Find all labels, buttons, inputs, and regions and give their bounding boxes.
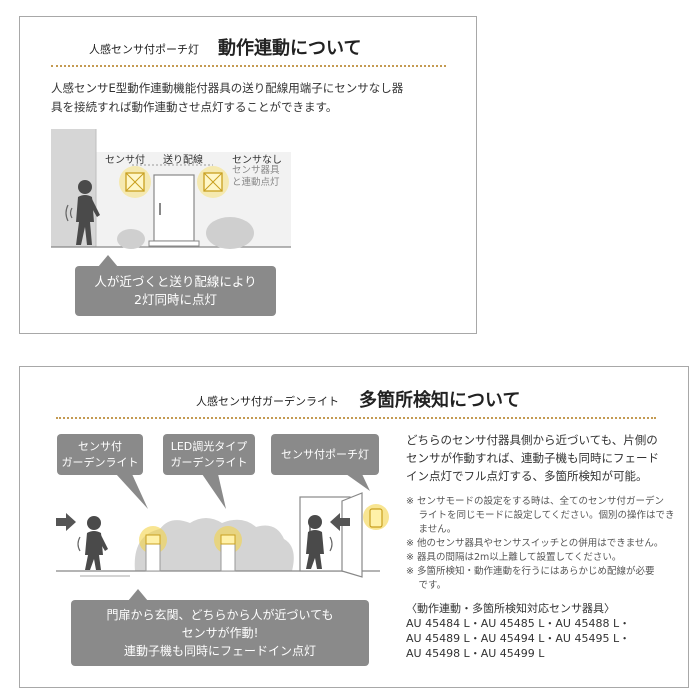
person-walking-icon [85,516,108,570]
note-line: ※ 他のセンサ器具やセンサスイッチとの併用はできません。 [406,538,664,549]
motion-wave-icon [77,536,81,552]
panel2-callout-line2: センサが作動! [181,626,259,640]
bubble2-line2: ガーデンライト [170,455,248,469]
note-line: ※ 器具の間隔は2m以上離して設置してください。 [406,552,622,563]
panel1-body: 人感センサE型動作連動機能付器具の送り配線用端子にセンサなし器 具を接続すれば動… [51,79,461,117]
panel1-body-line2: 具を接続すれば動作連動させ点灯することができます。 [51,100,338,114]
bush-icon [206,217,254,249]
panel1-small-title: 人感センサ付ポーチ灯 [89,43,199,56]
models-line2: AU 45489 L・AU 45494 L・AU 45495 L・ [406,632,631,645]
panel1-body-line1: 人感センサE型動作連動機能付器具の送り配線用端子にセンサなし器 [51,81,404,95]
bubble-led-dimming-garden-light: LED調光タイプ ガーデンライト [163,434,255,475]
garden-light-panel: 人感センサ付ガーデンライト 多箇所検知について センサ付 ガーデンライト LED… [19,366,689,688]
label-wiring: 送り配線 [163,155,203,166]
panel2-dotted-rule [56,417,656,419]
note-line: ※ センサモードの設定をする時は、全てのセンサ付ガーデン [406,496,664,507]
panel1-dotted-rule [51,65,446,67]
bubble1-line2: ガーデンライト [61,455,139,469]
bubble2-tail [202,474,226,509]
note-line: ライトを同じモードに設定してください。個別の操作はでき [406,510,675,521]
person-walking-icon [76,180,100,245]
panel2-big-title: 多箇所検知について [359,390,521,411]
models-line3: AU 45498 L・AU 45499 L [406,647,545,660]
bubble-sensor-garden-light: センサ付 ガーデンライト [57,434,143,475]
open-door [341,492,363,578]
bubble1-tail [116,474,148,509]
arrow-left-icon [330,513,350,531]
callout-pointer [128,589,148,601]
panel1-callout-line1: 人が近づくと送り配線により [94,274,257,289]
motion-wave-icon [69,207,73,219]
bubble2-line1: LED調光タイプ [170,439,248,453]
panel2-callout: 門扉から玄関、どちらから人が近づいても センサが作動! 連動子機も同時にフェード… [71,600,369,666]
panel2-illustration [56,474,389,578]
note-line: ※ 多箇所検知・動作連動を行うにはあらかじめ配線が必要 [406,566,655,577]
panel2-description: どちらのセンサ付器具側から近づいても、片側の センサが作動すれば、連動子機も同時… [406,431,686,485]
hedge-bush-icon [134,518,294,571]
motion-wave-icon [329,536,333,552]
porch-light-sensor-icon [369,508,383,528]
arrow-right-icon [56,513,76,531]
bubble-sensor-porch-light: センサ付ポーチ灯 [271,434,379,475]
porch-light-panel: 人感センサ付ポーチ灯 動作連動について 人感センサE型動作連動機能付器具の送り配… [19,16,477,334]
models-header: 〈動作連動・多箇所検知対応センサ器具〉 [406,602,615,615]
panel2-desc-line3: イン点灯でフル点灯する、多箇所検知が可能。 [406,469,648,483]
bubble3-tail [346,474,370,491]
note-line: ません。 [406,524,457,535]
label-nosensor-sub-line2: と連動点灯 [232,177,280,188]
label-nosensor-sub-line1: センサ器具 [232,165,280,176]
label-sensor-fixture: センサ付 [105,155,145,166]
label-nosensor-sub: センサ器具 と連動点灯 [232,165,280,189]
bubble3-text: センサ付ポーチ灯 [281,447,369,461]
panel1-callout-line2: 2灯同時に点灯 [134,292,217,307]
bubble1-line1: センサ付 [78,439,122,453]
panel2-small-title: 人感センサ付ガーデンライト [196,395,339,408]
panel2-callout-line3: 連動子機も同時にフェードイン点灯 [123,644,316,658]
models-line1: AU 45484 L・AU 45485 L・AU 45488 L・ [406,617,631,630]
panel2-desc-line2: センサが作動すれば、連動子機も同時にフェード [406,451,659,465]
panel2-desc-line1: どちらのセンサ付器具側から近づいても、片側の [406,433,658,447]
door-step [148,240,200,247]
panel2-callout-line1: 門扉から玄関、どちらから人が近づいても [106,608,334,622]
panel2-notes: ※ センサモードの設定をする時は、全てのセンサ付ガーデン ライトを同じモードに設… [406,495,686,593]
motion-wave-icon [65,204,69,222]
panel1-illustration [51,129,291,249]
callout-pointer [98,255,118,267]
panel2-model-list: 〈動作連動・多箇所検知対応センサ器具〉 AU 45484 L・AU 45485 … [406,601,686,661]
note-line: です。 [406,580,447,591]
panel1-callout: 人が近づくと送り配線により 2灯同時に点灯 [75,266,276,316]
person-walking-icon [306,515,324,569]
label-nosensor: センサなし [232,155,282,166]
panel1-big-title: 動作連動について [218,38,362,59]
bush-icon [117,229,145,249]
